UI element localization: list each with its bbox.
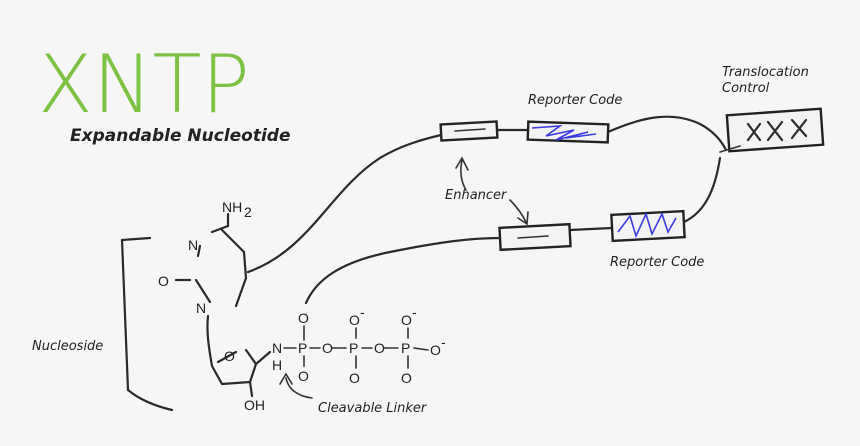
cleavable-linker-label: Cleavable Linker (318, 401, 428, 416)
bottom-reporter-scribble (617, 211, 677, 239)
cleavable-linker-arrow-head (279, 372, 293, 385)
pyrimidine-ring (194, 224, 248, 308)
sugar-o: O (224, 348, 235, 364)
nucleoside-label: Nucleoside (32, 339, 103, 354)
translocation-label-line1: Translocation (722, 65, 809, 80)
base-to-top-curve (246, 133, 443, 274)
enhancer-arrow-up-head (455, 156, 469, 171)
terminal-o: O (430, 342, 441, 358)
linker-bond (254, 350, 272, 366)
top-reporter-scribble (531, 124, 597, 141)
translocation-crosses (746, 118, 808, 142)
p2-bottom-o: O (349, 370, 360, 386)
p1-top-o: O (298, 310, 309, 326)
p3-top-o: O (401, 312, 412, 328)
enhancer-arrow-down-head (517, 211, 529, 226)
bottom-enhancer-mark (517, 235, 549, 239)
enhancer-arrow-down (509, 199, 527, 223)
phosphate-to-bottom-curve (304, 236, 502, 305)
terminal-charge: - (441, 334, 446, 350)
top-enhancer-box (439, 120, 499, 142)
sugar-ring (206, 314, 258, 386)
sugar-oh: OH (244, 397, 265, 413)
carbonyl-o: O (158, 273, 169, 289)
bottom-to-translocation-line (682, 156, 722, 224)
linker-n: N (272, 340, 282, 356)
translocation-label-line2: Control (722, 81, 770, 96)
phosphate-p3: P (401, 340, 410, 356)
enhancer-arrow-up (460, 159, 467, 191)
nh2-label: NH (222, 199, 242, 215)
top-enhancer-mark (454, 128, 486, 132)
logo-title: XNTP (38, 38, 250, 131)
oh-bond (248, 380, 254, 398)
ring-n-top: N (188, 237, 198, 253)
p2-top-charge: - (360, 304, 365, 320)
bridge-o2: O (374, 340, 385, 356)
linker-h: H (272, 357, 282, 373)
cleavable-linker-arrow (285, 377, 313, 399)
phosphate-chain-bonds (283, 347, 429, 351)
p3-top-charge: - (412, 304, 417, 320)
p1-bottom-o: O (298, 368, 309, 384)
phosphate-p2: P (349, 340, 358, 356)
p2-top-o: O (349, 312, 360, 328)
ring-n-bottom: N (196, 300, 206, 316)
reporter-code-top-label: Reporter Code (528, 93, 622, 108)
enhancer-label: Enhancer (445, 188, 508, 203)
nucleoside-bracket (120, 236, 174, 412)
phosphate-side-bonds (303, 325, 409, 369)
nh2-subscript: 2 (244, 204, 252, 220)
reporter-code-bottom-label: Reporter Code (610, 255, 704, 270)
p3-bottom-o: O (401, 370, 412, 386)
bottom-box-link (568, 226, 614, 232)
logo-subtitle: Expandable Nucleotide (70, 126, 291, 146)
translocation-tick (719, 145, 741, 153)
top-to-translocation-line (606, 115, 728, 152)
bridge-o1: O (322, 340, 333, 356)
phosphate-p1: P (298, 340, 307, 356)
bottom-reporter-box (610, 209, 686, 243)
